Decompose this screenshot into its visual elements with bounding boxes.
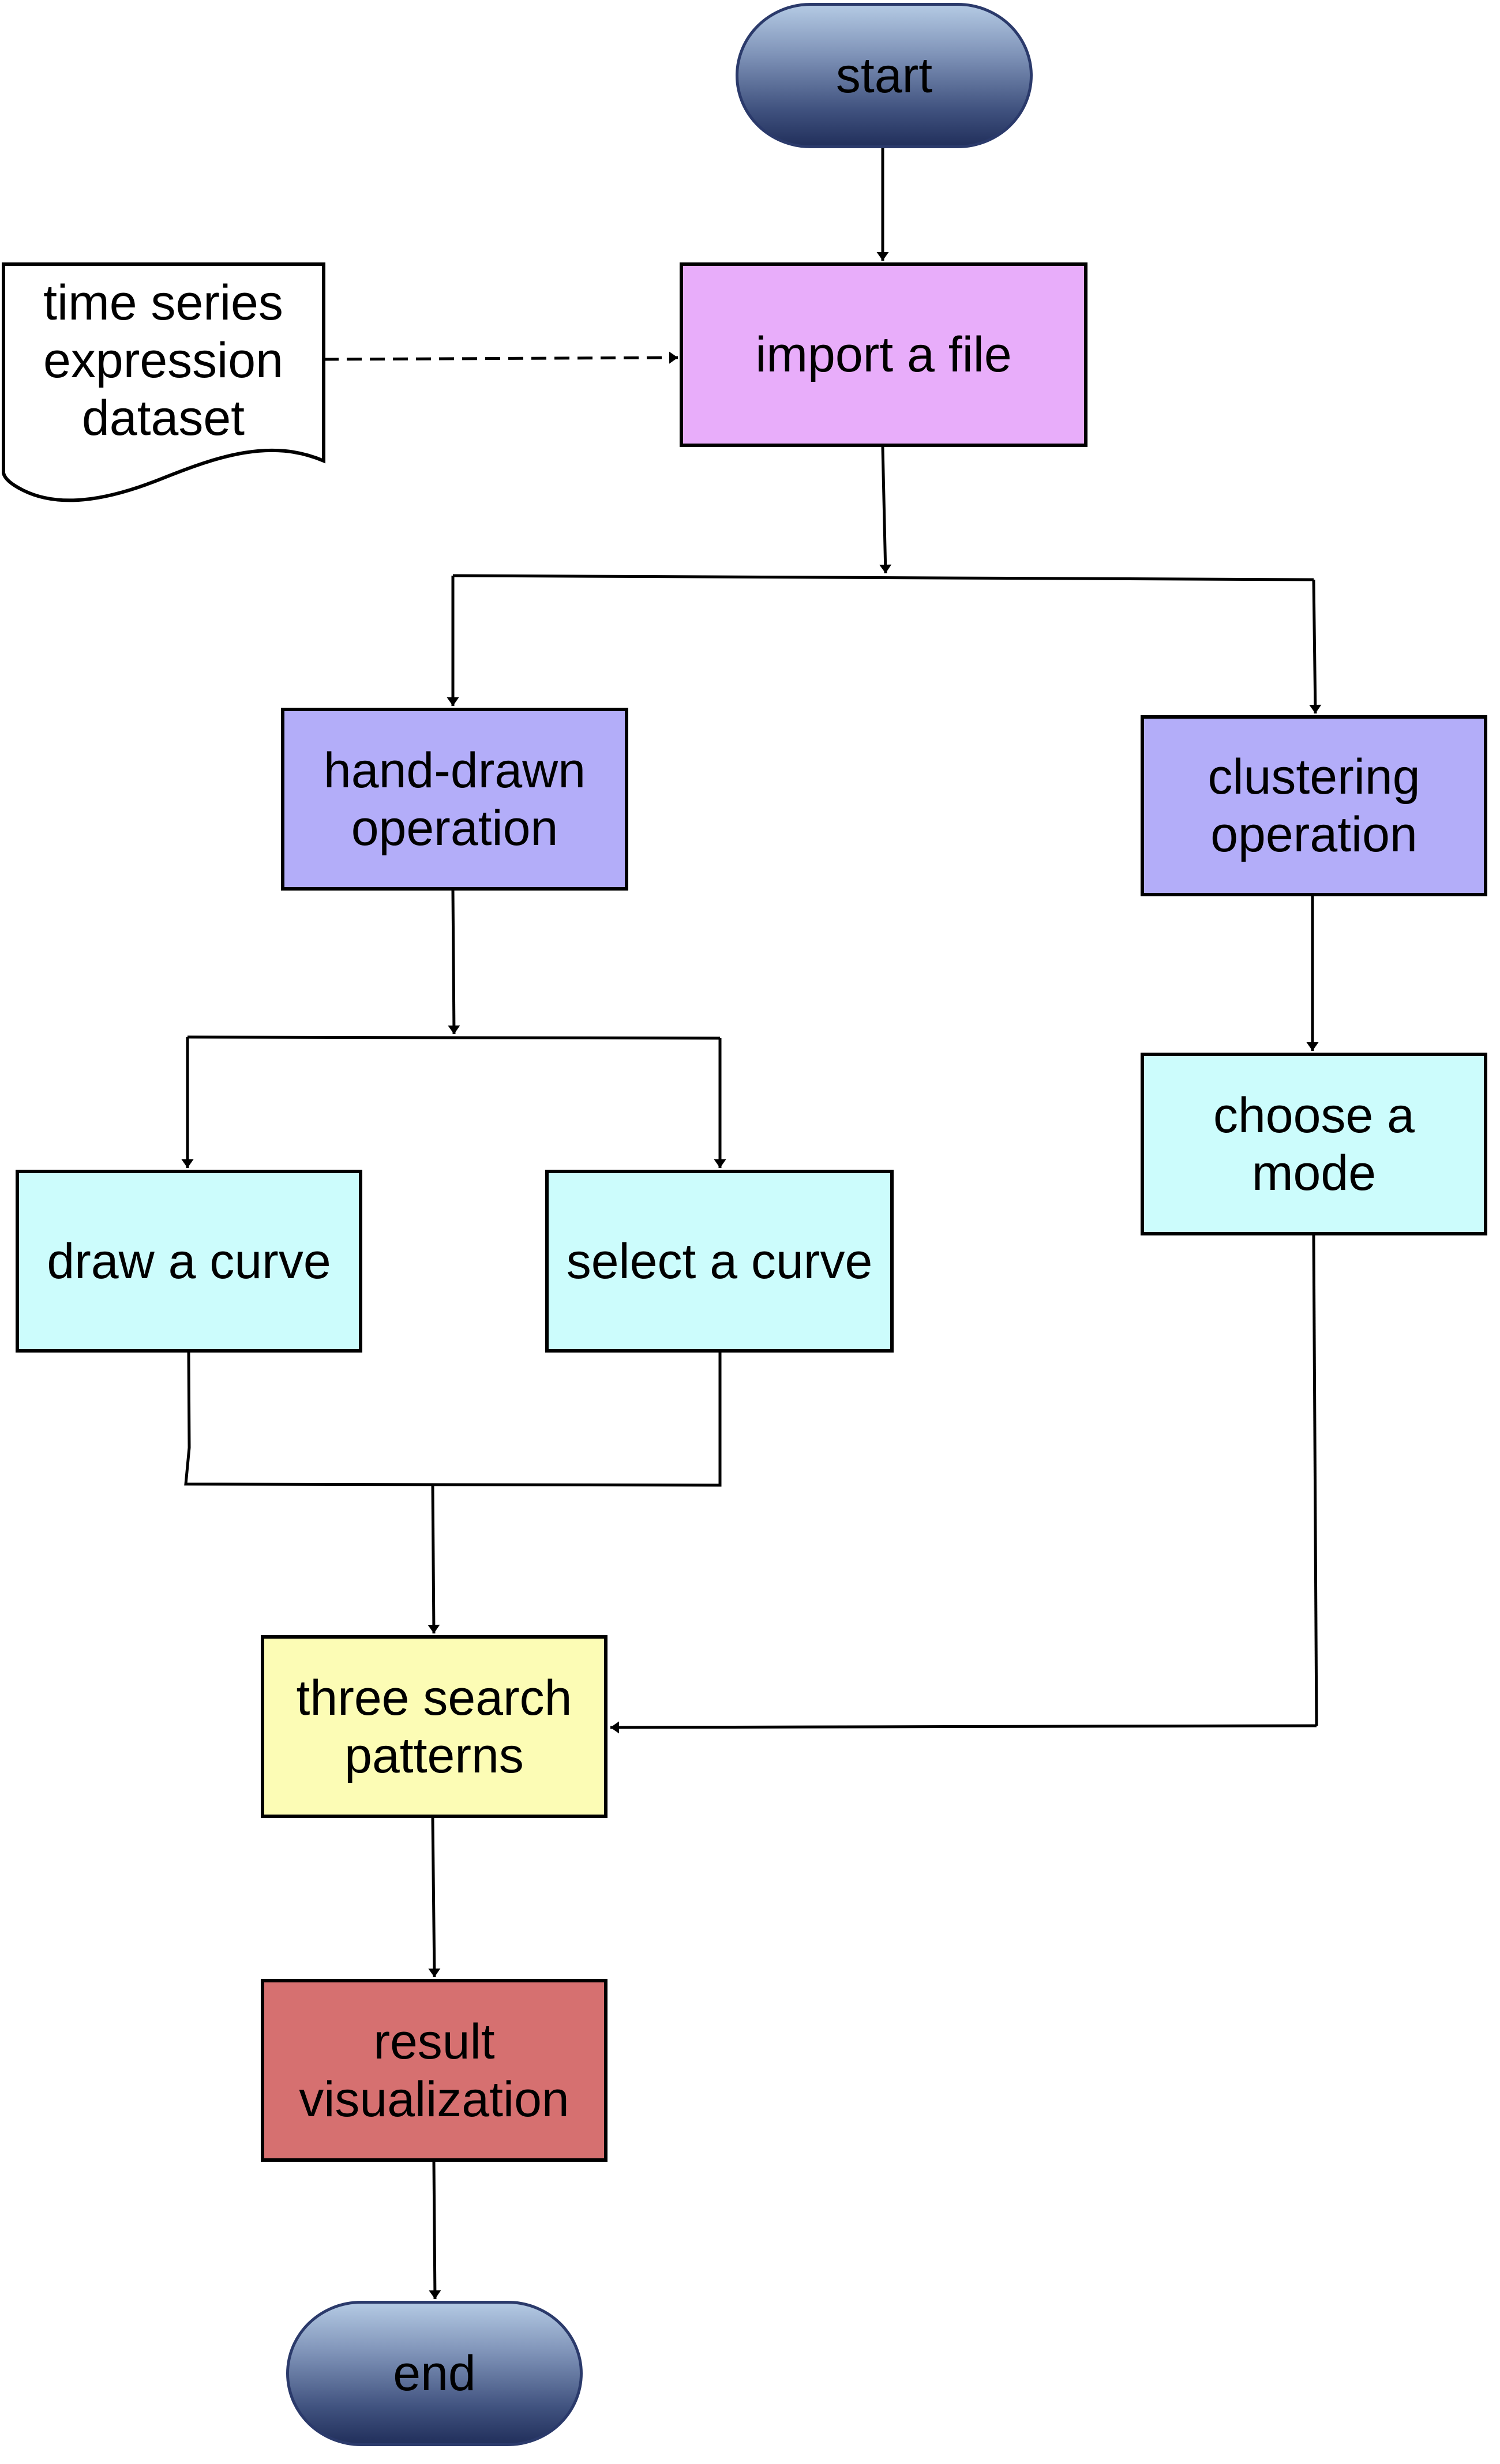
clustering-operation-label: clustering operation [1208, 749, 1420, 862]
end-terminal: end [286, 2301, 583, 2446]
draw-curve-box: draw a curve [16, 1170, 362, 1353]
edge-choose-search [610, 1721, 1317, 1734]
merge-line [184, 1352, 722, 1487]
import-file-label: import a file [755, 327, 1012, 382]
edge-branch-clustering [1309, 579, 1322, 714]
search-patterns-box: three search patterns [261, 1635, 608, 1818]
hand-drawn-operation-label: hand-drawn operation [323, 742, 586, 856]
select-curve-box: select a curve [545, 1170, 894, 1353]
result-visualization-box: result visualization [261, 1979, 608, 2162]
hand-drawn-operation-box: hand-drawn operation [281, 708, 628, 891]
search-patterns-label: three search patterns [296, 1670, 572, 1783]
import-file-box: import a file [680, 262, 1088, 447]
draw-curve-label: draw a curve [47, 1233, 331, 1289]
edge-import-branch [879, 446, 892, 574]
start-label: start [835, 48, 933, 103]
edge-result-end [429, 2161, 441, 2300]
edge-hand-drawn-branch [448, 890, 460, 1035]
choose-mode-box: choose a mode [1141, 1053, 1487, 1235]
end-label: end [393, 2346, 476, 2401]
branch-line-top [452, 574, 1314, 581]
branch-line-mid [187, 1035, 721, 1040]
start-terminal: start [736, 3, 1033, 148]
result-visualization-label: result visualization [299, 2014, 569, 2127]
edge-dataset-import [323, 351, 678, 364]
edge-search-result [428, 1817, 441, 1978]
dataset-document-shape [2, 262, 325, 502]
dataset-document: time series expression dataset [43, 275, 283, 446]
choose-mode-label: choose a mode [1213, 1087, 1415, 1201]
edge-choose-search-path [1312, 1235, 1318, 1726]
select-curve-label: select a curve [566, 1233, 873, 1289]
edge-merge-search [427, 1484, 440, 1634]
clustering-operation-box: clustering operation [1141, 715, 1487, 896]
